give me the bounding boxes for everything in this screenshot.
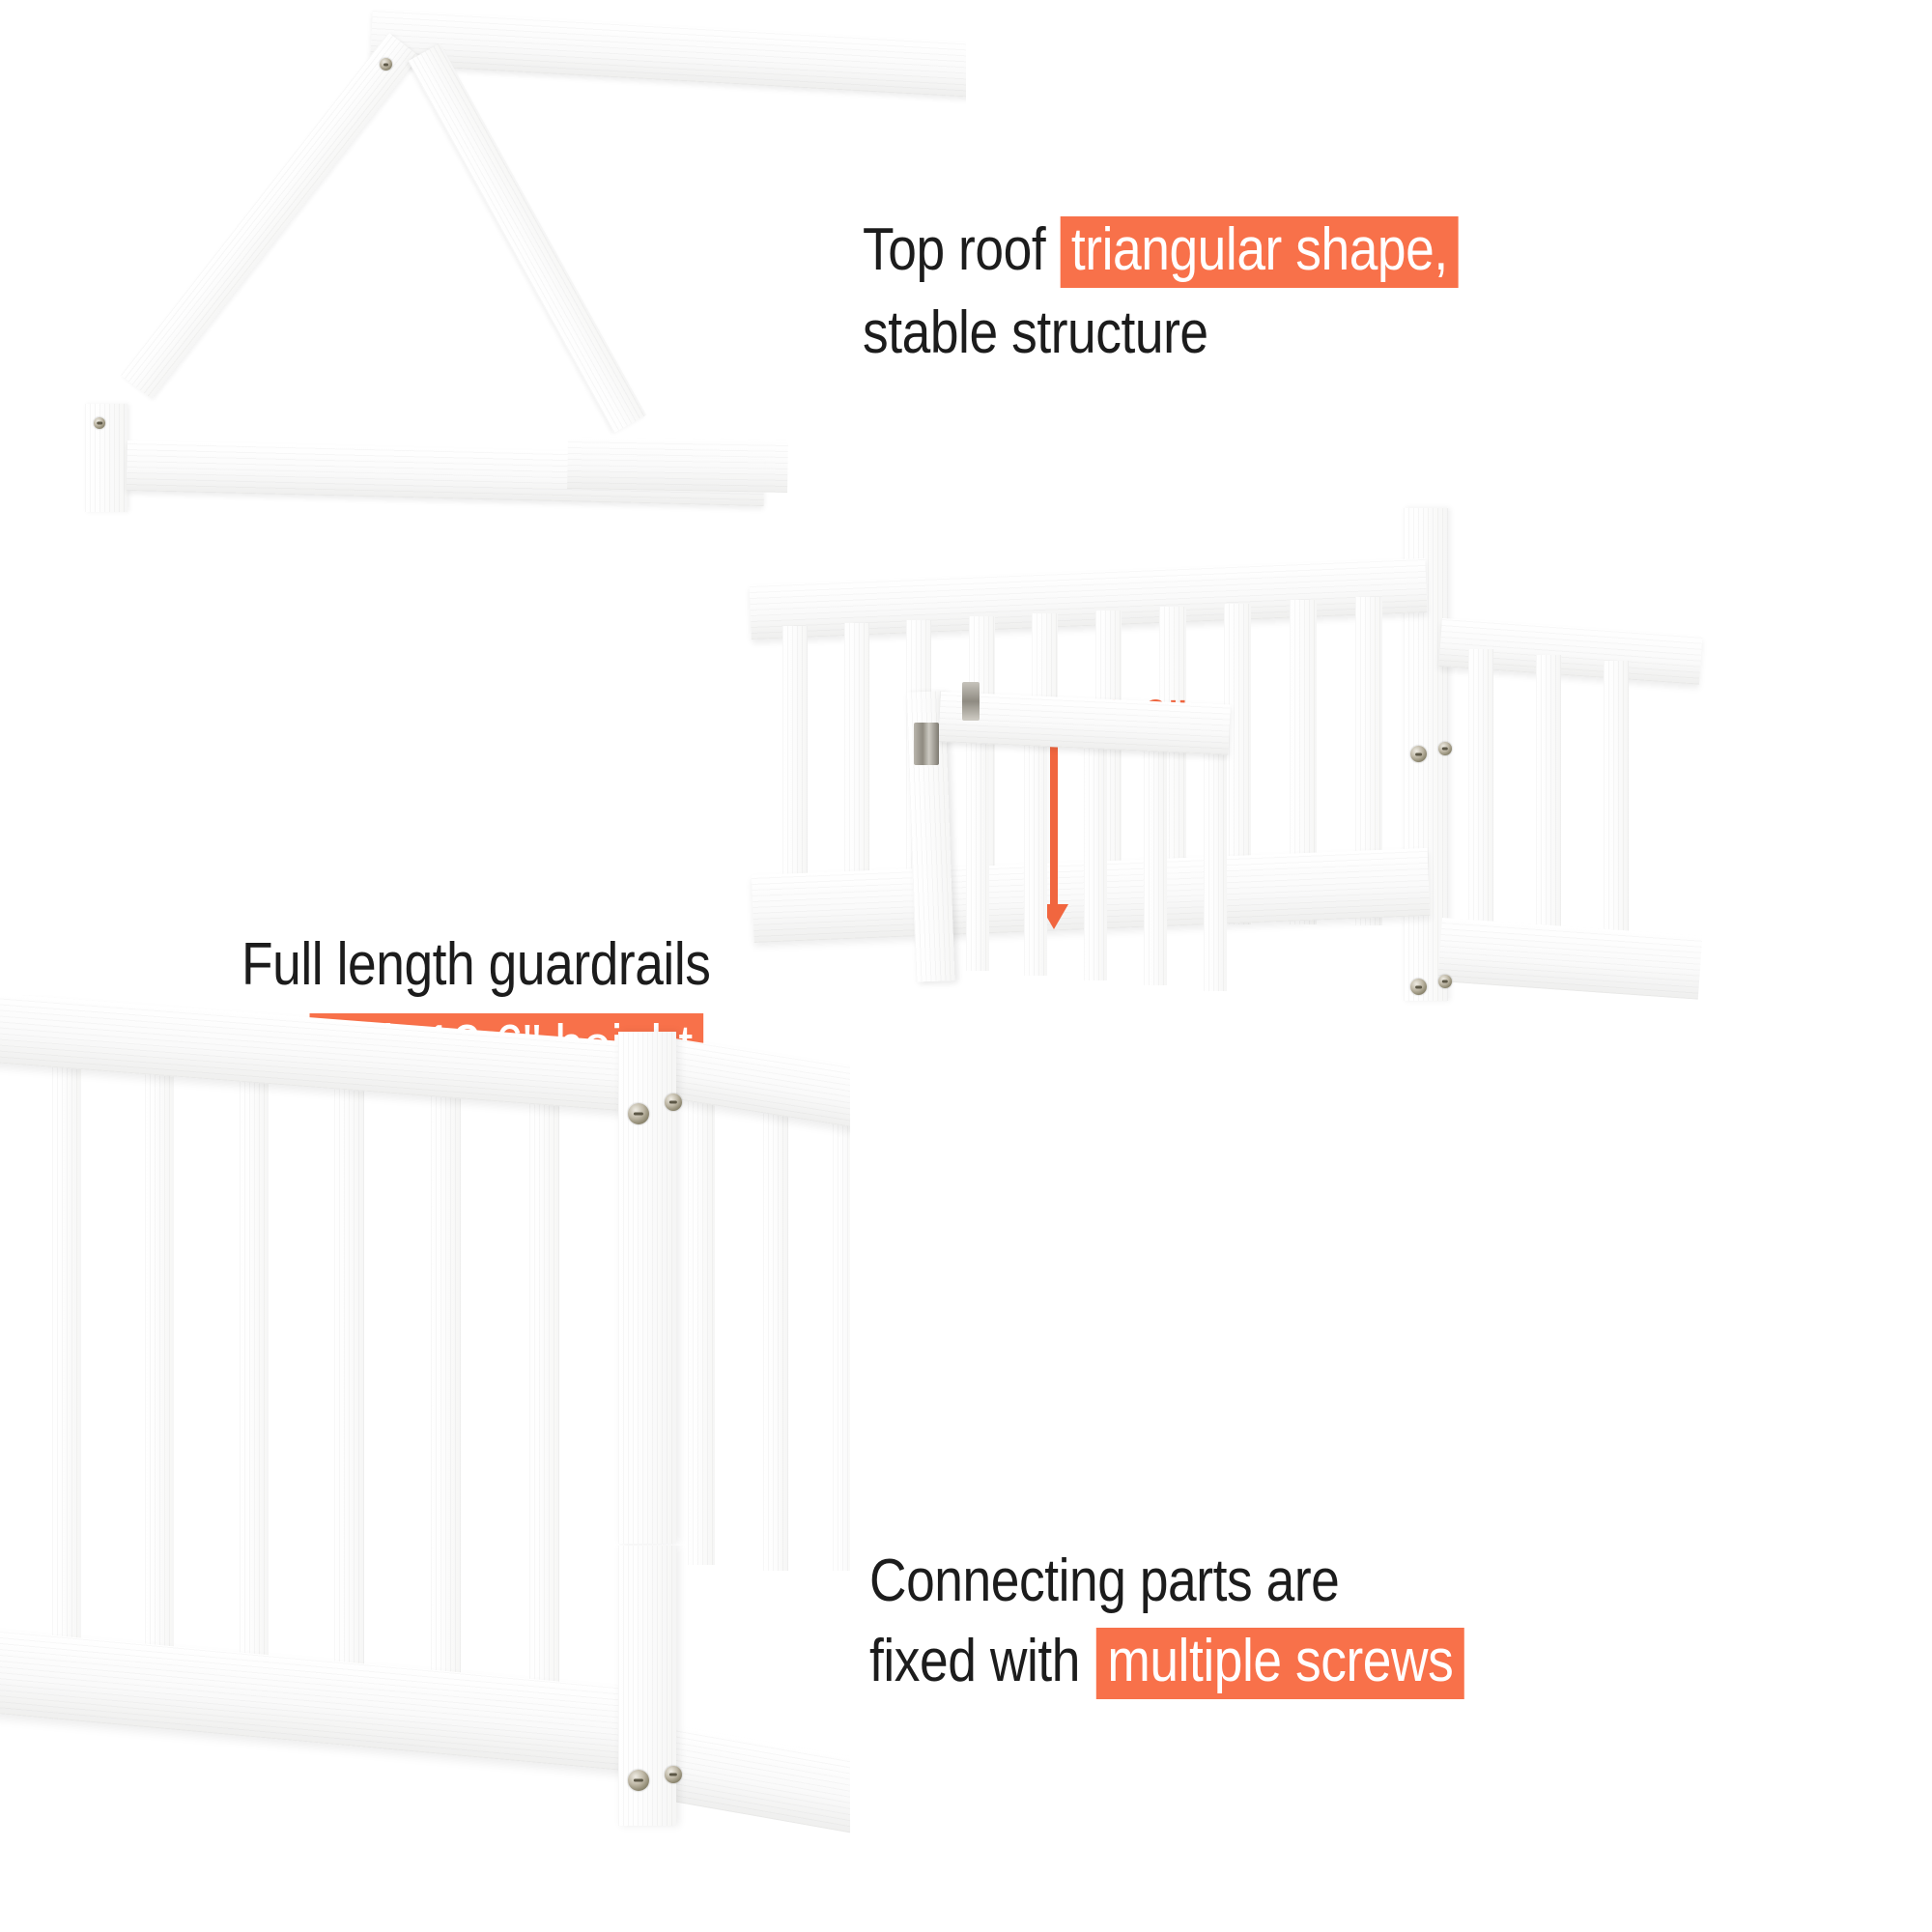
caption-top-roof-plain: Top roof [863,216,1046,283]
caption-screws-line1: Connecting parts are [869,1548,1340,1614]
corner-baluster [52,1029,81,1570]
corner-joint-screw-icon [628,1103,649,1124]
guardrail-baluster [1536,655,1561,974]
gate-hinge-upper-icon [914,723,939,765]
caption-top-roof-line2: stable structure [863,298,1208,366]
corner-screws-photo [0,995,850,1575]
corner-screws-photo-lower [0,1546,850,1932]
corner-post-screw-icon [1438,975,1452,988]
guardrail-bottom-rail-right [1437,918,1703,1000]
dimension-arrow-shaft [1050,726,1058,906]
roof-cross-rail-far [567,437,788,493]
roof-rafter-right [408,43,646,434]
gate-baluster [966,729,989,971]
roof-post-screw-icon [94,417,105,429]
gate-baluster [1084,739,1107,980]
corner-baluster [145,1037,174,1575]
roof-rafter-left [121,32,419,399]
corner-baluster [688,1063,715,1565]
caption-screws-highlight: multiple screws [1096,1628,1464,1700]
corner-left-top-rail [0,995,648,1113]
corner-bottom-rail-right [655,1724,850,1834]
corner-post-screw-icon [1438,742,1452,755]
corner-post-screw-icon [1410,746,1427,762]
caption-guardrails-line1: Full length guardrails [242,931,711,998]
caption-top-roof-highlight: triangular shape, [1060,216,1459,288]
corner-post-screw-icon [1410,979,1427,995]
caption-screws-plain: fixed with [869,1628,1080,1695]
gate-baluster [1144,744,1167,985]
corner-baluster [334,1054,364,1575]
corner-joint-screw-icon [628,1770,649,1791]
gate-baluster [1024,734,1047,976]
guardrail-baluster [782,626,808,916]
guardrail-baluster [1604,661,1629,978]
corner-baluster [431,1062,461,1575]
gate-hinge-lower-icon [962,682,980,721]
corner-baluster [763,1076,788,1571]
roof-apex-screw-icon [380,58,392,71]
corner-baluster [833,1088,850,1571]
roof-left-post [85,404,128,512]
corner-joint-screw-icon [665,1094,682,1111]
guardrail-gate-photo [734,502,1932,1043]
guardrail-baluster [844,623,869,918]
corner-baluster [529,1070,559,1575]
guardrail-baluster [1468,649,1493,968]
roof-photo [0,0,966,541]
gate-baluster [1204,750,1227,991]
corner-joint-screw-icon [665,1766,682,1783]
corner-baluster [240,1045,269,1575]
